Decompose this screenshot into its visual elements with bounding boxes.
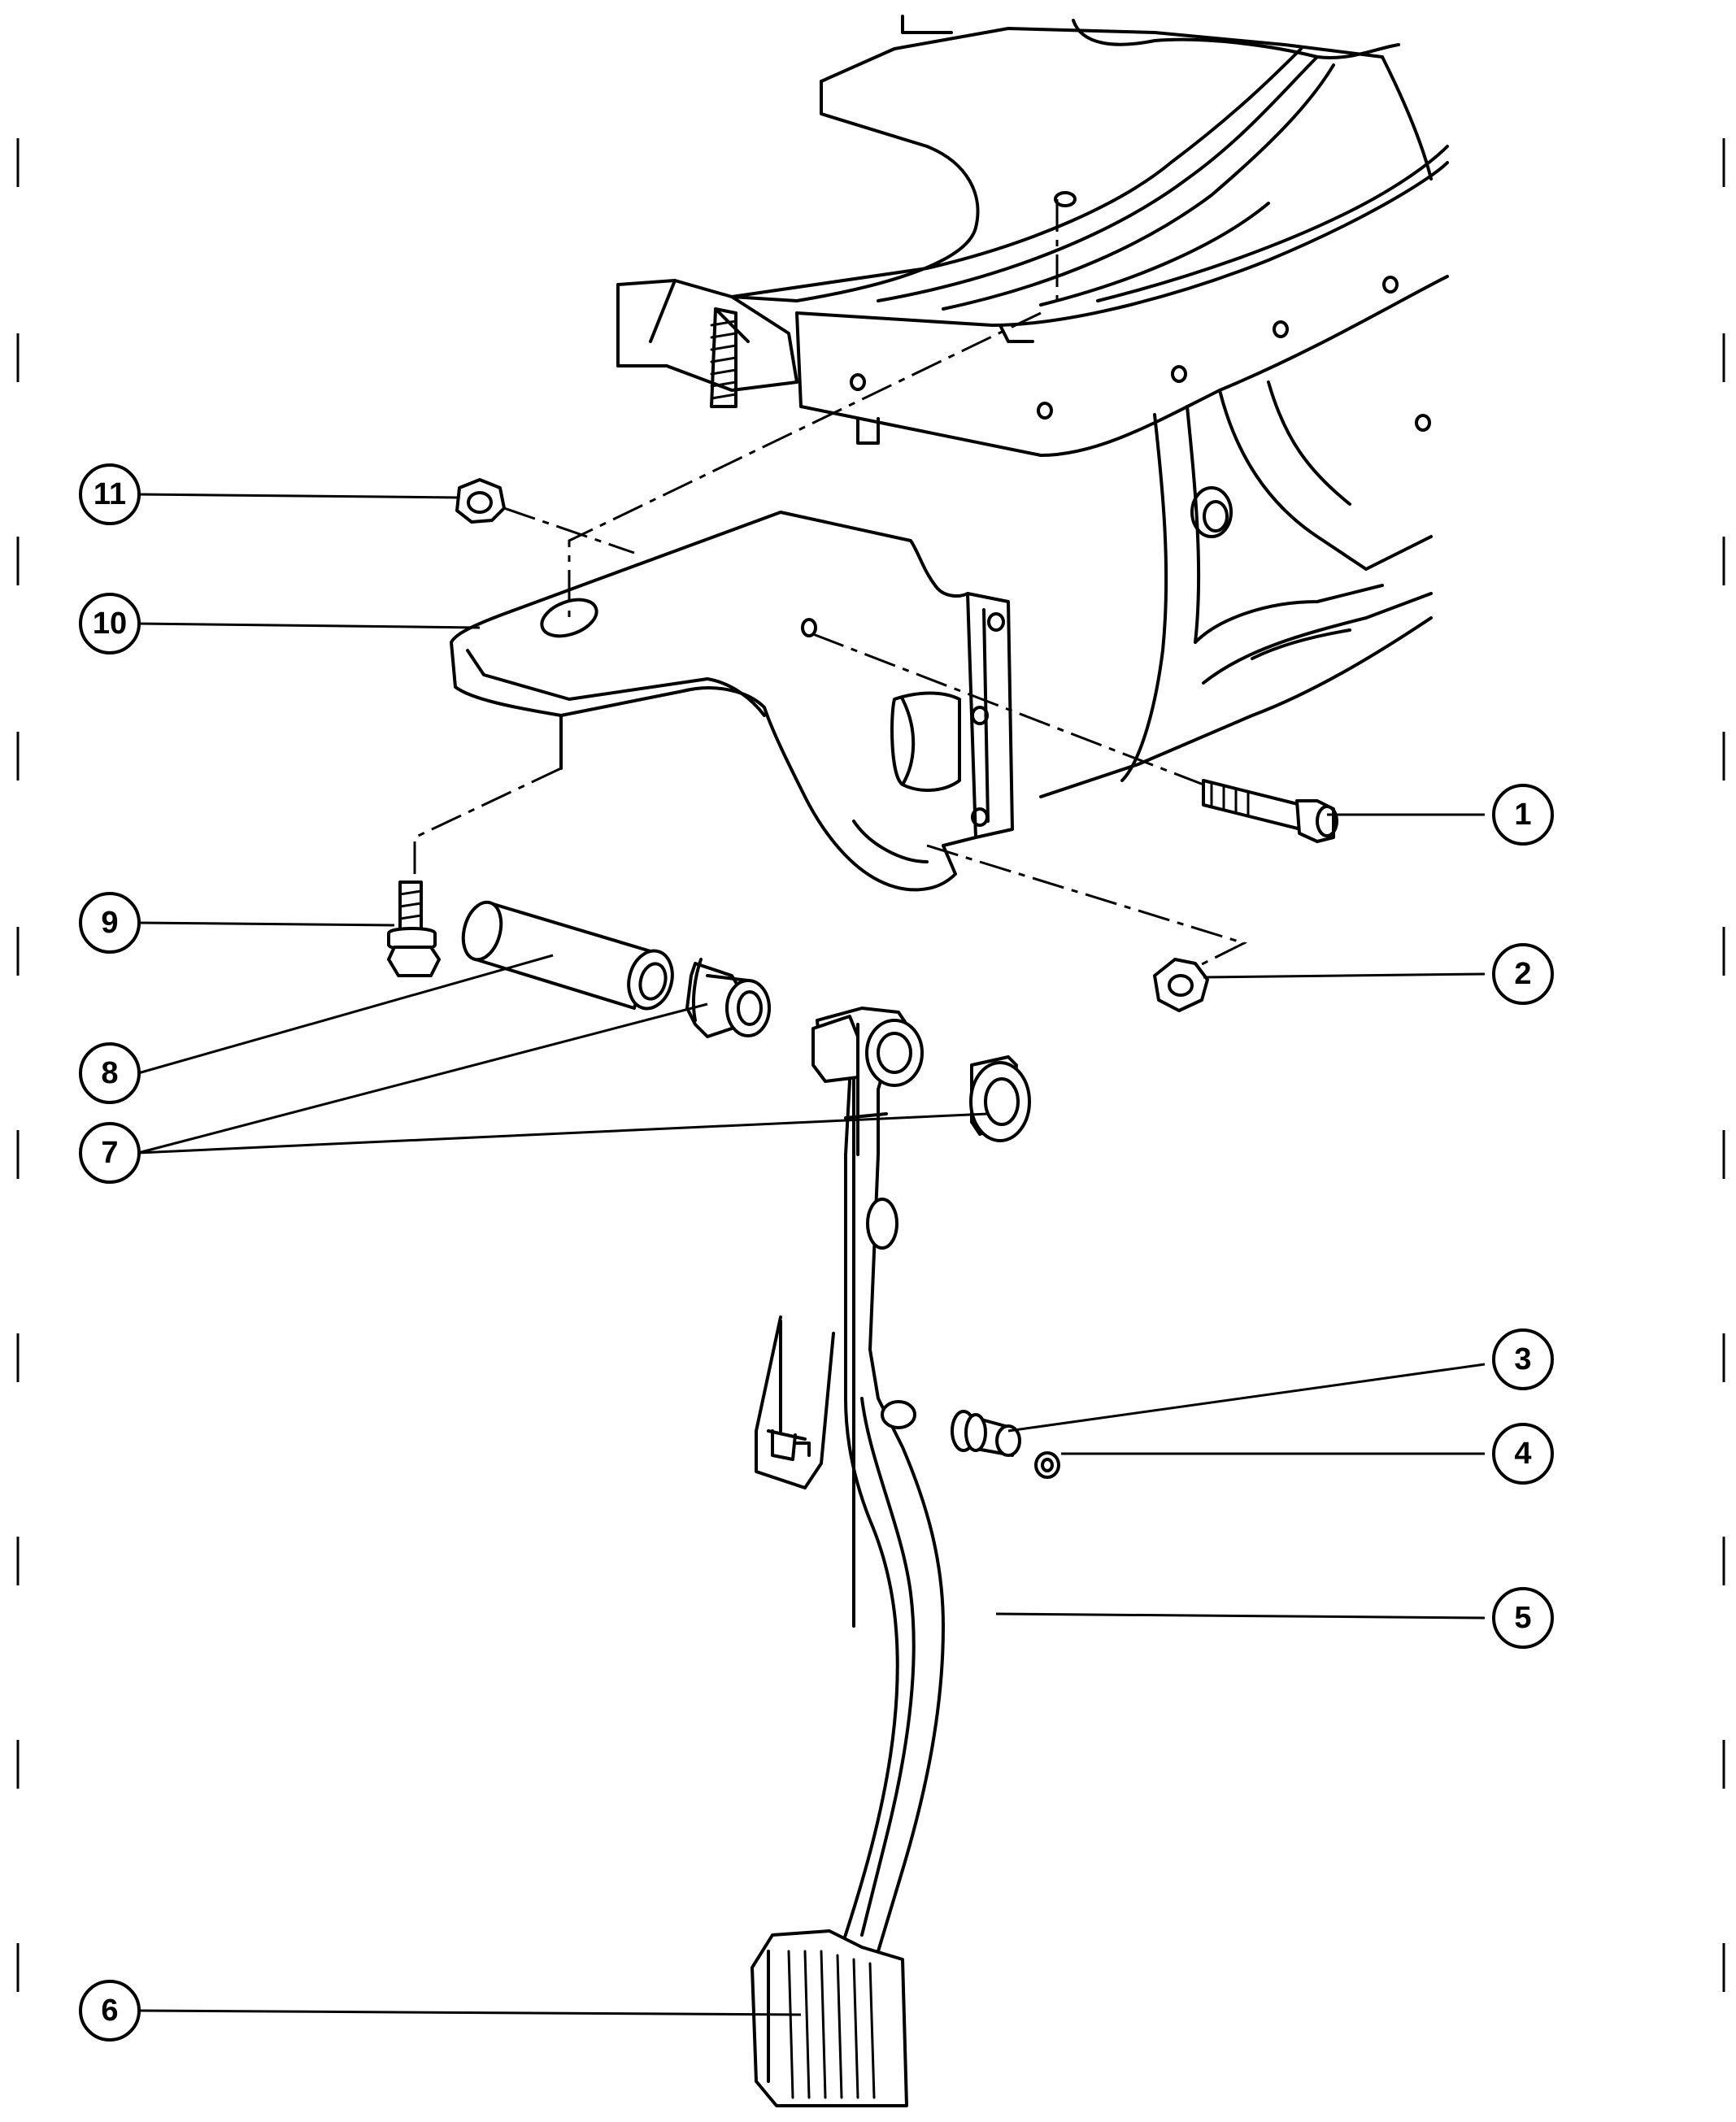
callout-number: 11 bbox=[94, 477, 126, 511]
threaded-stud-upper bbox=[710, 307, 737, 408]
callout-5: 5 bbox=[1492, 1587, 1554, 1649]
callout-number: 6 bbox=[101, 1994, 118, 2028]
callout-number: 2 bbox=[1514, 957, 1531, 991]
retainer-clip-4-part bbox=[1034, 1451, 1060, 1479]
bushing-7-left-part bbox=[685, 958, 771, 1038]
leader-lines bbox=[137, 493, 1486, 2016]
callout-4: 4 bbox=[1492, 1423, 1554, 1485]
brake-pedal-arm-part bbox=[755, 1007, 945, 1961]
callout-8: 8 bbox=[79, 1042, 141, 1104]
callout-3: 3 bbox=[1492, 1328, 1554, 1390]
callout-number: 10 bbox=[93, 607, 127, 641]
alignment-lines bbox=[413, 199, 1248, 969]
callout-number: 7 bbox=[101, 1136, 118, 1170]
callout-number: 5 bbox=[1514, 1601, 1531, 1635]
pushrod-pin-3-part bbox=[881, 1400, 1021, 1457]
callout-9: 9 bbox=[79, 892, 141, 954]
pedal-support-bracket bbox=[450, 511, 1014, 892]
pivot-sleeve-8-part bbox=[461, 900, 674, 1011]
callout-2: 2 bbox=[1492, 943, 1554, 1005]
callout-number: 9 bbox=[101, 906, 118, 940]
nut-2-part bbox=[1153, 958, 1209, 1012]
pedal-pad-6-part bbox=[751, 1929, 908, 2107]
callout-11: 11 bbox=[79, 463, 141, 525]
edge-tick-marks bbox=[16, 138, 1725, 1992]
callout-1: 1 bbox=[1492, 784, 1554, 846]
callout-7: 7 bbox=[79, 1122, 141, 1184]
callout-number: 1 bbox=[1514, 798, 1531, 832]
callout-number: 4 bbox=[1514, 1437, 1531, 1471]
bolt-1-part bbox=[801, 618, 1338, 843]
callout-10: 10 bbox=[79, 593, 141, 654]
callout-number: 8 bbox=[101, 1056, 118, 1090]
callout-6: 6 bbox=[79, 1980, 141, 2042]
nut-11-part bbox=[455, 478, 506, 524]
dash-panel-structure bbox=[616, 15, 1449, 798]
bushing-7-right-part bbox=[969, 1055, 1031, 1142]
bolt-9-part bbox=[387, 881, 441, 977]
callout-number: 3 bbox=[1514, 1342, 1531, 1376]
